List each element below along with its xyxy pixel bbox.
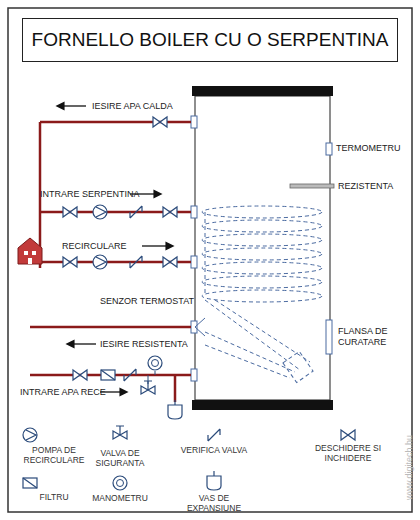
part-label: IESIRE APA CALDA — [92, 101, 173, 112]
watermark: www.digitech.hu — [404, 435, 414, 500]
title-box: FORNELLO BOILER CU O SERPENTINA — [22, 18, 398, 62]
legend-text: VALVA DE SIGURANTA — [78, 448, 162, 468]
legend-text: FILTRU — [12, 492, 96, 502]
part-label: REZISTENTA — [338, 181, 393, 192]
part-label: FLANSA DE CURATARE — [338, 326, 408, 348]
part-label: SENZOR TERMOSTAT — [100, 296, 194, 307]
legend-text: VAS DE EXPANSIUNE — [172, 493, 256, 513]
part-label: INTRARE SERPENTINA — [40, 189, 140, 200]
legend-text: MANOMETRU — [78, 493, 162, 503]
legend-text: VERIFICA VALVA — [172, 445, 256, 455]
part-label: RECIRCULARE — [62, 241, 127, 252]
legend-text: DESCHIDERE SI INCHIDERE — [310, 443, 386, 463]
legend-text: POMPA DE RECIRCULARE — [12, 445, 96, 465]
part-label: IESIRE RESISTENTA — [100, 339, 188, 350]
part-label: INTRARE APA RECE — [20, 387, 106, 398]
part-label: TERMOMETRU — [336, 143, 401, 154]
